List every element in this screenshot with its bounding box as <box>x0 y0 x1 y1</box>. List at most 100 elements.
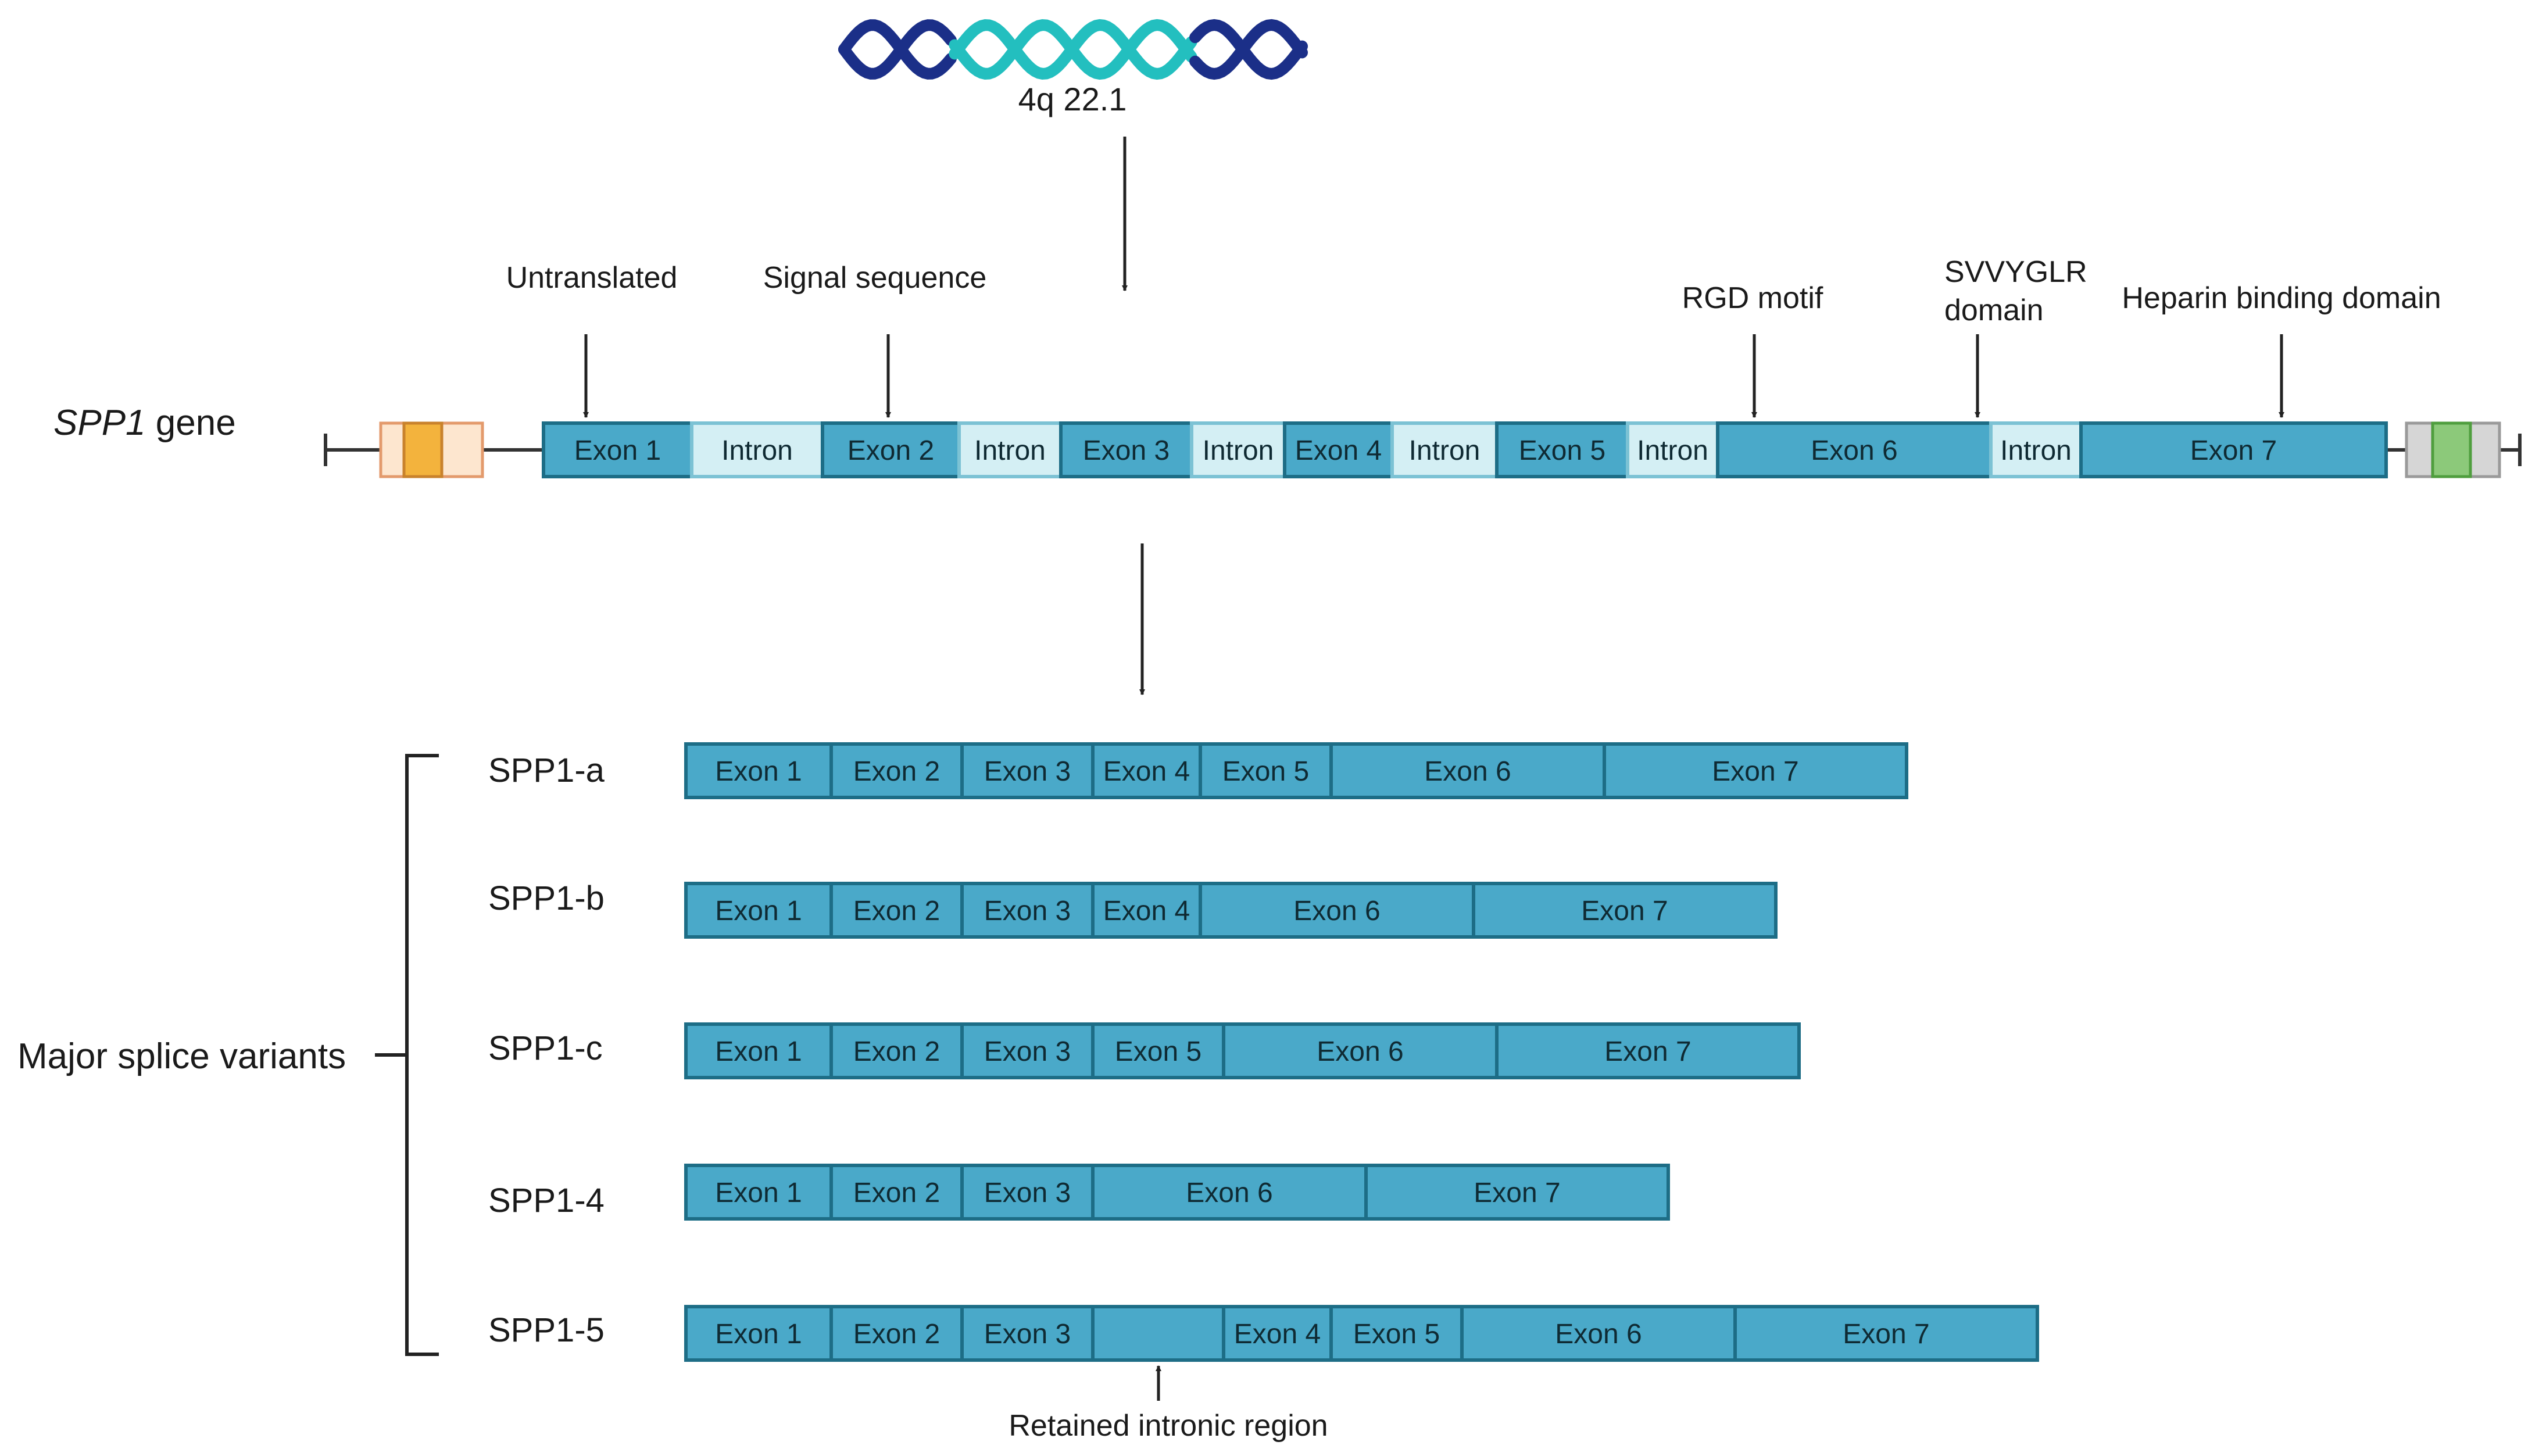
variant-exon-label-exon-4: Exon 4 <box>1103 896 1190 926</box>
variant-exon-label-exon-6: Exon 6 <box>1186 1178 1272 1208</box>
annotation-label-signal-sequence: Signal sequence <box>763 261 987 295</box>
variant-exon-box-exon-6 <box>1091 1164 1368 1221</box>
variant-exon-box-exon-5 <box>1091 1022 1225 1079</box>
variant-exon-box-exon-7 <box>1472 882 1778 939</box>
variant-exon-label-exon-7: Exon 7 <box>1712 756 1798 787</box>
utr5-marker <box>402 421 444 478</box>
variant-row-spp1-b: SPP1-b Exon 1 Exon 2 Exon 3 Exon 4 Exon 6 Exon… <box>488 879 1778 939</box>
gene-intron-box-9 <box>1626 421 1719 478</box>
gene-intron-box-3 <box>957 421 1063 478</box>
variant-name-spp1-4: SPP1-4 <box>488 1182 605 1219</box>
variant-exon-box-exon-7 <box>1364 1164 1670 1221</box>
variant-exon-box-exon-6 <box>1199 882 1475 939</box>
variant-exon-label-exon-1: Exon 1 <box>715 896 802 926</box>
utr3-marker <box>2431 421 2472 478</box>
variant-exon-label-exon-6: Exon 6 <box>1293 896 1380 926</box>
gene-exon-box-8 <box>1495 421 1629 478</box>
variant-exon-box-exon-1 <box>684 742 833 799</box>
variant-exon-label-exon-3: Exon 3 <box>984 1036 1071 1067</box>
variant-exon-box-exon-7 <box>1495 1022 1801 1079</box>
gene-exon-label-0: Exon 1 <box>574 435 661 466</box>
variant-exon-label-exon-3: Exon 3 <box>984 896 1071 926</box>
variant-exon-label-exon-7: Exon 7 <box>1581 896 1668 926</box>
variant-exon-box-exon-2 <box>829 1164 964 1221</box>
gene-intron-box-11 <box>1989 421 2083 478</box>
variant-row-spp1-5: SPP1-5 Exon 1 Exon 2 Exon 3 Exon 4 Exon 5 Exon… <box>488 1305 2039 1362</box>
variant-exon-label-exon-2: Exon 2 <box>853 1319 940 1350</box>
helix-strand-a-right <box>1189 19 1308 80</box>
variant-exon-box-exon-4 <box>1091 742 1202 799</box>
gene-exon-box-4 <box>1059 421 1193 478</box>
variant-exon-box-exon-7 <box>1733 1305 2039 1362</box>
retained-intron-box <box>1091 1305 1225 1362</box>
variant-exon-label-exon-7: Exon 7 <box>1474 1178 1560 1208</box>
helix-strand-b-left <box>838 19 957 80</box>
group-label: Major splice variants <box>17 1036 346 1076</box>
variant-name-spp1-a: SPP1-a <box>488 752 605 789</box>
retained-label: Retained intronic region <box>1009 1409 1328 1443</box>
gene-intron-label-5: Intron <box>1203 435 1274 466</box>
variant-exon-label-exon-6: Exon 6 <box>1424 756 1511 787</box>
variant-exon-box-exon-6 <box>1222 1022 1499 1079</box>
gene-exon-box-10 <box>1716 421 1993 478</box>
gene-exon-label-12: Exon 7 <box>2190 435 2277 466</box>
variant-exon-label-exon-5: Exon 5 <box>1353 1319 1440 1350</box>
variant-name-spp1-5: SPP1-5 <box>488 1311 605 1349</box>
gene-intron-label-9: Intron <box>1637 435 1708 466</box>
variant-exon-label-exon-7: Exon 7 <box>1604 1036 1691 1067</box>
annotation-label-rgd-motif: RGD motif <box>1682 281 1823 315</box>
annotation-label-svvyglr: domain <box>1944 294 2044 327</box>
annotation-label-svvyglr: SVVYGLR <box>1944 255 2087 289</box>
variant-exon-label-exon-1: Exon 1 <box>715 1178 802 1208</box>
variant-exon-label-exon-2: Exon 2 <box>853 1036 940 1067</box>
helix-strand-b-right <box>1189 19 1308 80</box>
variant-exon-box-exon-7 <box>1603 742 1908 799</box>
variant-exon-label-exon-6: Exon 6 <box>1317 1036 1403 1067</box>
gene-exon-box-2 <box>821 421 961 478</box>
variant-exon-label-exon-5: Exon 5 <box>1115 1036 1201 1067</box>
gene-suffix: gene <box>146 403 236 443</box>
variant-exon-label-exon-3: Exon 3 <box>984 1319 1071 1350</box>
variant-exon-box-exon-1 <box>684 1305 833 1362</box>
gene-exon-label-10: Exon 6 <box>1811 435 1897 466</box>
variant-exon-label-exon-3: Exon 3 <box>984 1178 1071 1208</box>
annotation-label-untranslated: Untranslated <box>506 261 678 295</box>
dna-helix-icon <box>838 19 1308 80</box>
variant-exon-label-exon-1: Exon 1 <box>715 1319 802 1350</box>
variant-exon-label-exon-7: Exon 7 <box>1843 1319 1929 1350</box>
annotation-label-heparin-binding-domain: Heparin binding domain <box>2122 281 2441 315</box>
variant-name-spp1-b: SPP1-b <box>488 879 605 917</box>
variant-exon-label-exon-2: Exon 2 <box>853 756 940 787</box>
variants-bracket <box>375 754 439 1356</box>
gene-label: SPP1 gene <box>53 403 236 443</box>
gene-intron-label-1: Intron <box>721 435 793 466</box>
chromosome-label: 4q 22.1 <box>1018 81 1127 117</box>
variant-exon-label-exon-1: Exon 1 <box>715 756 802 787</box>
variant-exon-box-exon-3 <box>960 742 1095 799</box>
variant-exon-box-exon-3 <box>960 882 1095 939</box>
variant-exon-box-exon-4 <box>1091 882 1202 939</box>
variant-exon-label-exon-2: Exon 2 <box>853 896 940 926</box>
gene-exon-box-12 <box>2079 421 2388 478</box>
gene-intron-label-7: Intron <box>1409 435 1481 466</box>
variant-exon-label-exon-4: Exon 4 <box>1234 1319 1321 1350</box>
gene-exon-label-2: Exon 2 <box>847 435 934 466</box>
variant-exon-box-exon-3 <box>960 1305 1095 1362</box>
gene-name: SPP1 <box>53 403 146 443</box>
variant-exon-box-exon-2 <box>829 1305 964 1362</box>
variant-exon-box-exon-2 <box>829 882 964 939</box>
variant-exon-box-exon-5 <box>1329 1305 1464 1362</box>
variant-exon-label-exon-4: Exon 4 <box>1103 756 1190 787</box>
variant-exon-label-exon-3: Exon 3 <box>984 756 1071 787</box>
variant-exon-label-exon-5: Exon 5 <box>1222 756 1309 787</box>
variant-exon-box-exon-6 <box>1329 742 1606 799</box>
gene-exon-label-6: Exon 4 <box>1295 435 1382 466</box>
helix-strand-b-middle <box>949 19 1197 80</box>
variant-row-spp1-a: SPP1-a Exon 1 Exon 2 Exon 3 Exon 4 Exon 5 Exon… <box>488 742 1908 799</box>
